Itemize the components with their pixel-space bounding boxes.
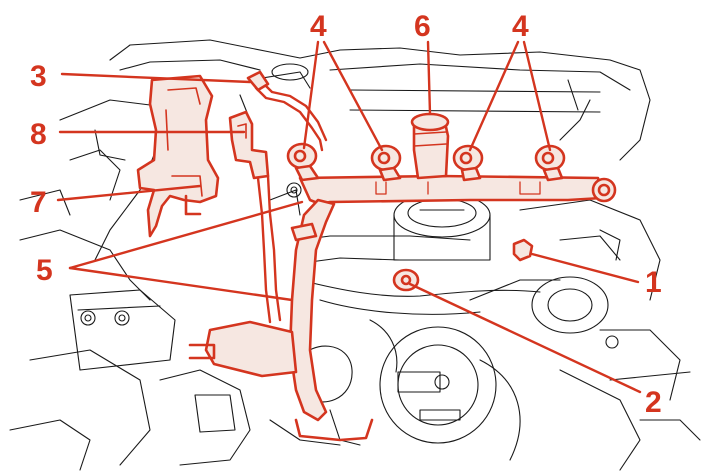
fuel-rail-marks xyxy=(375,181,541,195)
pipe-clip xyxy=(290,222,318,242)
injector-1 xyxy=(286,142,320,182)
injector-4 xyxy=(534,144,566,182)
callout-labels: 1 2 3 4 4 5 6 7 8 xyxy=(30,10,662,419)
fuel-filter-housing xyxy=(136,74,220,238)
injectors xyxy=(286,142,566,182)
highlighted-fuel-components xyxy=(136,70,617,442)
callout-4-right: 4 xyxy=(512,10,529,43)
return-pipe-union xyxy=(246,70,270,92)
callout-2: 2 xyxy=(645,386,662,419)
high-pressure-pipe-lower xyxy=(204,320,298,378)
callout-1: 1 xyxy=(645,266,662,299)
callout-5: 5 xyxy=(36,254,53,287)
return-pipe-lower xyxy=(294,418,374,442)
injector-2 xyxy=(370,144,402,182)
fuel-rail xyxy=(298,174,604,206)
engine-line-art xyxy=(9,39,701,471)
rail-end-plug xyxy=(591,177,617,203)
pump-connector-cap xyxy=(410,112,450,132)
callout-8: 8 xyxy=(30,118,47,151)
fuel-temperature-sensor xyxy=(512,238,534,262)
callout-6: 6 xyxy=(414,10,431,43)
leader-lines xyxy=(56,40,642,394)
high-pressure-pipe xyxy=(288,198,336,422)
injector-3 xyxy=(452,144,484,182)
feed-pipe xyxy=(266,174,282,322)
regulator-bracket xyxy=(228,110,270,180)
callout-4-left: 4 xyxy=(310,10,327,43)
callout-7: 7 xyxy=(30,186,47,219)
callout-3: 3 xyxy=(30,60,47,93)
return-pipe xyxy=(254,86,324,152)
